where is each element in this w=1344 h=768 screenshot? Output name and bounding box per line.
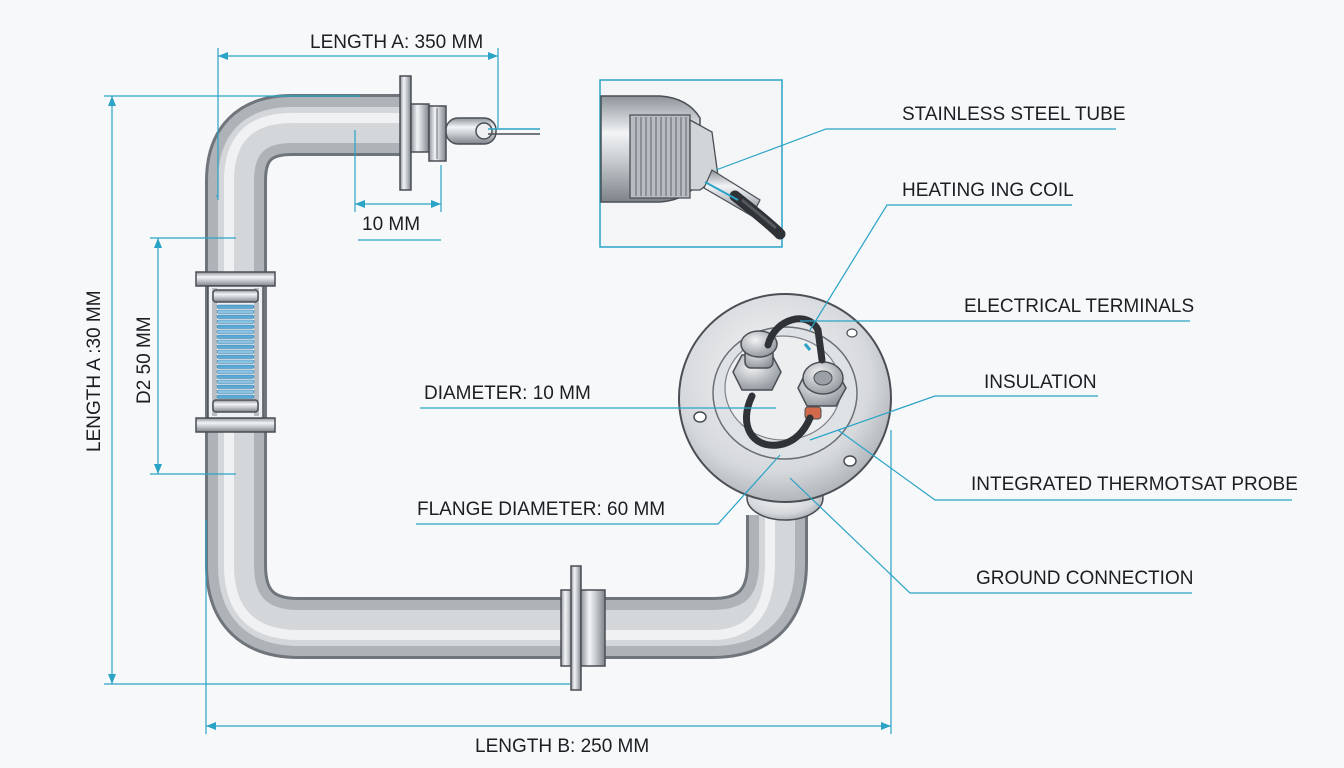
coil-ring: [216, 319, 255, 324]
coil-ring: [216, 359, 255, 364]
detail-inset: [599, 79, 786, 248]
ground-connection-label: GROUND CONNECTION: [976, 568, 1193, 589]
dimension-lines: [104, 48, 892, 734]
length-a-side-label: LENGTH A :30 MM: [84, 290, 105, 452]
coil-ring: [216, 379, 255, 384]
tube-end-fitting: [399, 75, 540, 191]
coil-ring: [216, 369, 255, 374]
coil-ring: [216, 344, 255, 349]
electrical-terminals-label: ELECTRICAL TERMINALS: [964, 296, 1194, 317]
thermostat-probe-label: INTEGRATED THERMOTSAT PROBE: [971, 474, 1298, 495]
insulation-label: INSULATION: [984, 372, 1097, 393]
coil-ring: [216, 334, 255, 339]
coil-ring: [216, 329, 255, 334]
coil-ring: [216, 374, 255, 379]
coil-ring: [216, 364, 255, 369]
coil-ring: [216, 324, 255, 329]
pipe-flange: [560, 565, 606, 691]
ten-mm-label: 10 MM: [362, 214, 420, 235]
coil-section: [195, 271, 276, 433]
diameter-label: DIAMETER: 10 MM: [424, 383, 591, 404]
coil-ring: [216, 349, 255, 354]
coil-ring: [216, 384, 255, 389]
stainless-steel-tube-label: STAINLESS STEEL TUBE: [902, 104, 1126, 125]
terminal-head: [678, 293, 892, 521]
coil-ring: [216, 314, 255, 319]
leader-lines: [216, 128, 1292, 594]
length-a-top-label: LENGTH A: 350 MM: [310, 32, 483, 53]
coil-ring: [216, 389, 255, 394]
d2-label: D2 50 MM: [134, 316, 155, 404]
heating-coil-label: HEATING ING COIL: [902, 180, 1074, 201]
flange-diameter-label: FLANGE DIAMETER: 60 MM: [417, 499, 665, 520]
length-b-label: LENGTH B: 250 MM: [475, 736, 649, 757]
coil-ring: [216, 354, 255, 359]
coil-ring: [216, 304, 255, 309]
coil-ring: [216, 394, 255, 399]
coil-ring: [216, 309, 255, 314]
heating-tube: [205, 94, 808, 659]
coil-ring: [216, 339, 255, 344]
